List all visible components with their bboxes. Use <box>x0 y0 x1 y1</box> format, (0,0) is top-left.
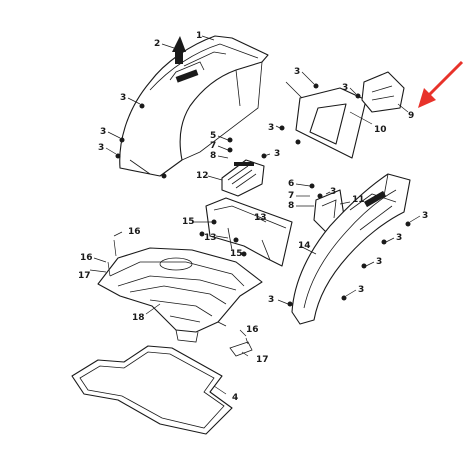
part-18-floor-tray <box>97 247 263 343</box>
callout-9: 9 <box>408 111 414 121</box>
callout-3: 3 <box>358 285 364 295</box>
part-9-cover <box>361 71 405 113</box>
callout-10: 10 <box>374 125 387 135</box>
part-16-17-pins <box>107 239 253 357</box>
callout-14: 14 <box>298 241 311 251</box>
part-2-knob <box>172 36 186 64</box>
callout-labels: 1 2 3 3 3 3 3 3 3 3 3 3 3 3 3 4 5 6 7 7 … <box>78 31 428 403</box>
callout-5: 5 <box>210 131 216 141</box>
callout-3: 3 <box>422 211 428 221</box>
leader-lines <box>89 35 421 395</box>
callout-16: 16 <box>246 325 259 335</box>
callout-8: 8 <box>210 151 216 161</box>
callout-16: 16 <box>128 227 141 237</box>
callout-13: 13 <box>254 213 267 223</box>
callout-6: 6 <box>288 179 294 189</box>
part-14-right-side-trim <box>291 173 411 325</box>
callout-3: 3 <box>294 67 300 77</box>
part-10-panel <box>285 81 367 159</box>
callout-7: 7 <box>210 141 216 151</box>
part-13-mount-plate <box>205 197 293 267</box>
callout-15: 15 <box>182 217 195 227</box>
callout-17: 17 <box>78 271 91 281</box>
callout-3: 3 <box>120 93 126 103</box>
callout-17: 17 <box>256 355 269 365</box>
callout-2: 2 <box>154 39 160 49</box>
callout-3: 3 <box>330 187 336 197</box>
callout-3: 3 <box>376 257 382 267</box>
fastener-screws <box>115 83 411 307</box>
callout-18: 18 <box>132 313 145 323</box>
part-4-floor-mat <box>71 345 233 435</box>
callout-3: 3 <box>268 123 274 133</box>
part-12-vent-grille <box>221 159 265 197</box>
callout-7: 7 <box>288 191 294 201</box>
callout-13: 13 <box>204 233 217 243</box>
callout-1: 1 <box>196 31 202 41</box>
callout-16: 16 <box>80 253 93 263</box>
callout-3: 3 <box>274 149 280 159</box>
callout-12: 12 <box>196 171 209 181</box>
callout-3: 3 <box>342 83 348 93</box>
callout-3: 3 <box>396 233 402 243</box>
callout-15: 15 <box>230 249 243 259</box>
callout-4: 4 <box>232 393 238 403</box>
callout-8: 8 <box>288 201 294 211</box>
part-1-left-fender-panel <box>119 35 269 177</box>
callout-3: 3 <box>100 127 106 137</box>
indicator-arrow-icon <box>418 60 464 108</box>
callout-11: 11 <box>352 195 365 205</box>
callout-3: 3 <box>268 295 274 305</box>
callout-3: 3 <box>98 143 104 153</box>
